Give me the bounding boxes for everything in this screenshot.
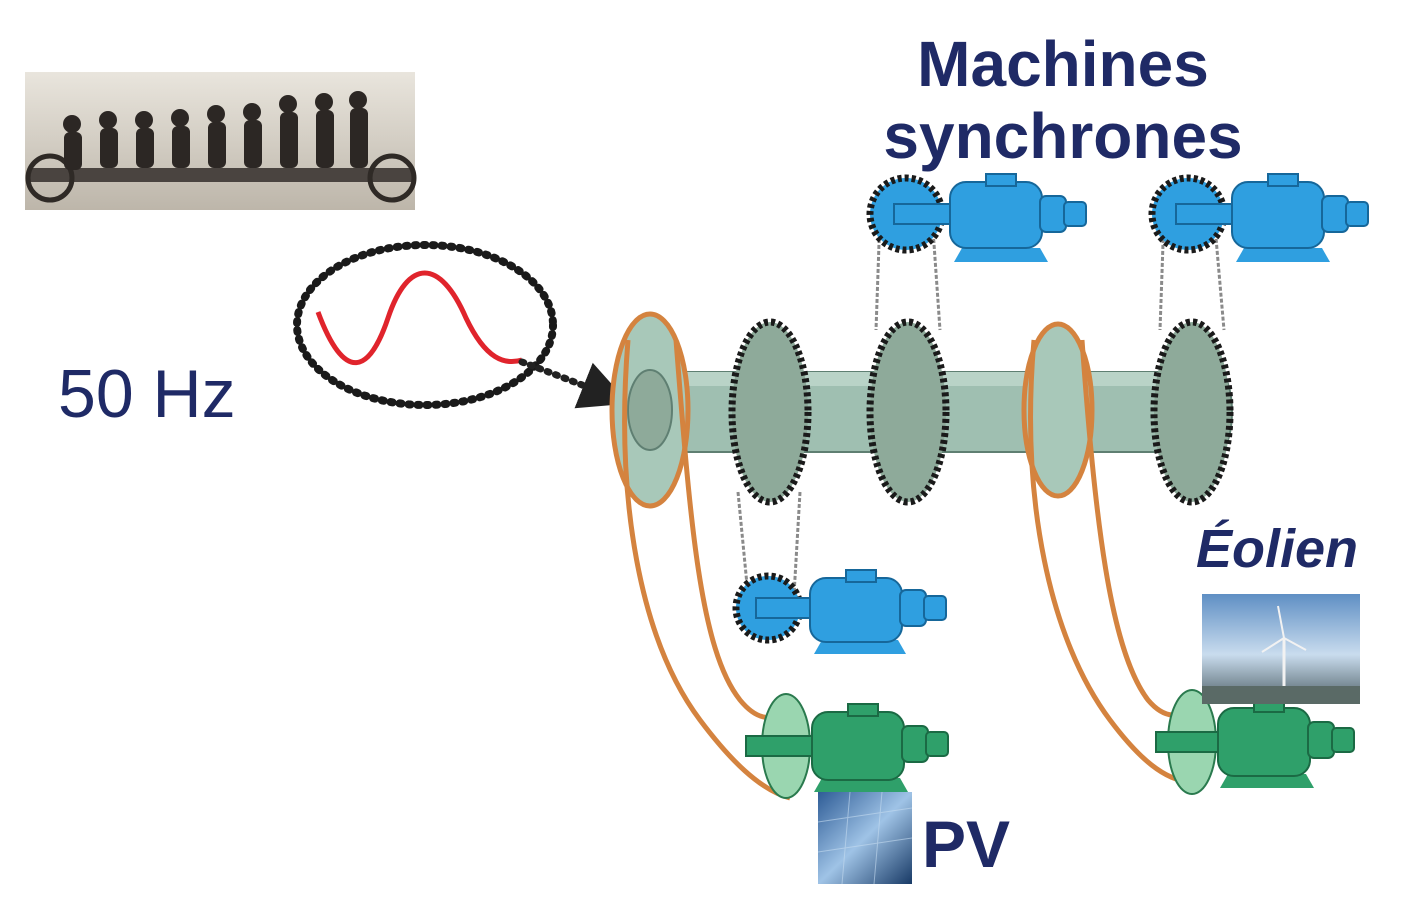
drive-belts xyxy=(622,339,1197,801)
frequency-label: 50 Hz xyxy=(58,356,236,432)
shaft-sprocket xyxy=(1150,318,1234,506)
green-generator-icon xyxy=(1155,689,1355,795)
shaft-sprocket xyxy=(728,318,812,506)
green-generator-icon xyxy=(745,693,949,799)
wind-label: Éolien xyxy=(1196,519,1359,579)
solar-panel-icon xyxy=(817,791,913,885)
end-pulley xyxy=(609,311,691,509)
title-line-1: Machines xyxy=(917,28,1209,100)
tandem-cyclists-photo xyxy=(25,72,417,210)
synchronous-machine-icon xyxy=(1148,173,1369,262)
dotted-arrow xyxy=(518,358,630,409)
sine-wave-icon xyxy=(293,241,557,409)
title-line-2: synchrones xyxy=(883,100,1243,172)
synchronous-machine-icon xyxy=(732,569,947,654)
wind-turbine-icon xyxy=(1202,594,1360,704)
synchronous-machines-title: Machines synchrones xyxy=(868,28,1258,172)
synchronous-machine-icon xyxy=(866,173,1087,262)
shaft-pulley xyxy=(1021,321,1095,499)
pv-label: PV xyxy=(922,807,1011,881)
shaft-sprocket xyxy=(866,318,950,506)
